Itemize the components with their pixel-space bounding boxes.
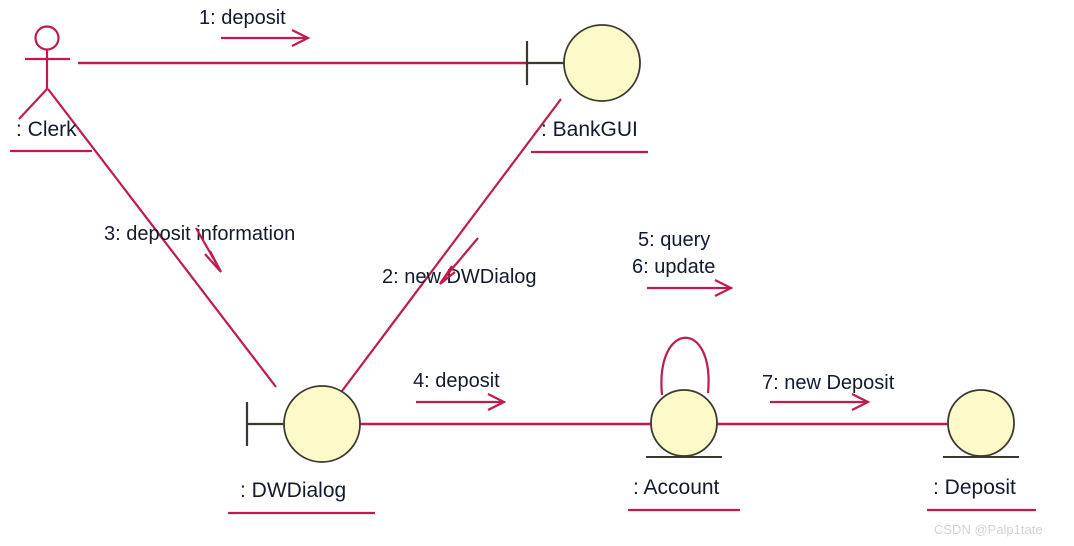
message-label-5: 5: query	[638, 229, 710, 251]
message-2[interactable]: 2: new DWDialog	[382, 237, 537, 288]
message-5[interactable]: 5: query	[638, 229, 710, 251]
node-circle-bankgui	[563, 24, 641, 102]
node-bankgui[interactable]: : BankGUI	[525, 24, 648, 154]
node-circle-account	[650, 389, 718, 457]
message-label-7: 7: new Deposit	[762, 372, 895, 394]
message-3[interactable]: 3: deposit information	[104, 223, 295, 273]
node-clerk[interactable]: : Clerk	[10, 25, 92, 153]
message-arrow-1-icon	[221, 29, 311, 47]
actor-head-icon	[34, 25, 60, 51]
link-group	[47, 61, 950, 426]
node-circle-dwdialog	[283, 385, 361, 463]
message-1[interactable]: 1: deposit	[199, 7, 311, 47]
message-arrow-4-icon	[416, 393, 507, 411]
message-label-4: 4: deposit	[413, 370, 500, 392]
message-label-2: 2: new DWDialog	[382, 266, 537, 288]
message-6[interactable]: 6: update	[632, 256, 734, 297]
message-arrow-3-icon	[195, 227, 222, 273]
node-circle-deposit	[947, 389, 1015, 457]
message-4[interactable]: 4: deposit	[413, 370, 507, 411]
link-bankgui-dwdialog	[335, 98, 562, 400]
link-clerk-dwdialog	[47, 88, 277, 388]
node-label-dwdialog: : DWDialog	[240, 479, 346, 502]
node-dwdialog[interactable]: : DWDialog	[228, 385, 375, 515]
actor-leg-left-icon	[18, 88, 48, 120]
node-label-clerk: : Clerk	[16, 118, 77, 141]
node-label-deposit: : Deposit	[933, 476, 1016, 499]
message-arrow-2-icon	[439, 237, 479, 285]
watermark: CSDN @Palp1tate	[934, 522, 1043, 537]
message-arrow-6-icon	[647, 279, 734, 297]
message-arrow-7-icon	[770, 393, 871, 411]
node-label-account: : Account	[633, 476, 720, 499]
message-7[interactable]: 7: new Deposit	[762, 372, 895, 411]
node-account[interactable]: : Account	[628, 389, 740, 512]
link-account-self	[660, 336, 710, 396]
message-label-1: 1: deposit	[199, 7, 286, 29]
node-label-bankgui: : BankGUI	[541, 118, 638, 141]
node-deposit[interactable]: : Deposit	[927, 389, 1036, 512]
message-label-6: 6: update	[632, 256, 715, 278]
